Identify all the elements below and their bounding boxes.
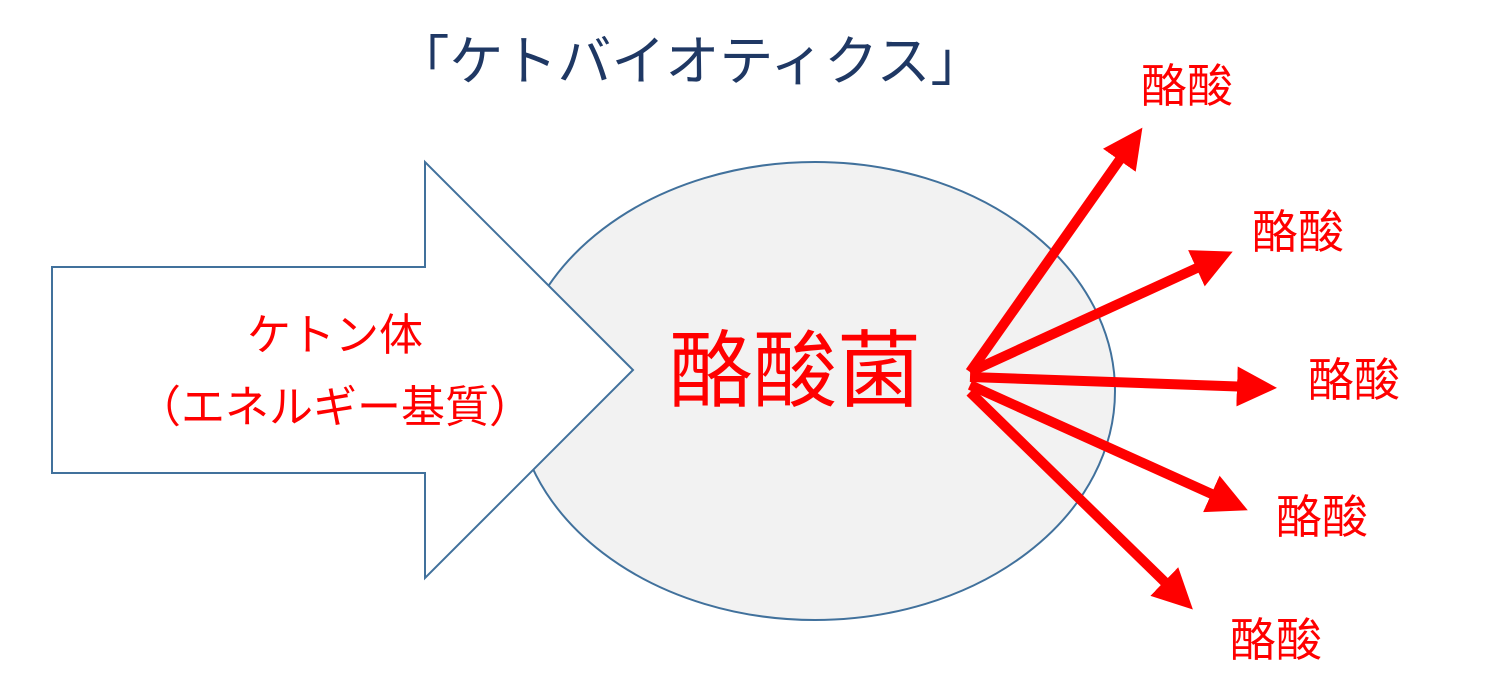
output-arrow-4 [967, 380, 1248, 513]
output-label-butyrate-1: 酪酸 [1141, 59, 1233, 113]
output-arrow-1 [965, 127, 1143, 375]
output-label-butyrate-3: 酪酸 [1308, 353, 1400, 407]
input-label-ketone-bodies: ケトン体 [247, 310, 423, 361]
diagram-title: 「ケトバイオティクス」 [395, 30, 984, 93]
output-label-butyrate-2: 酪酸 [1252, 205, 1344, 259]
input-label-energy-substrate: （エネルギー基質） [137, 382, 533, 433]
output-arrow-5 [966, 388, 1193, 610]
output-label-butyrate-5: 酪酸 [1230, 613, 1322, 667]
output-arrow-2 [967, 250, 1233, 377]
output-label-butyrate-4: 酪酸 [1276, 490, 1368, 544]
center-label-butyrate-bacteria: 酪酸菌 [669, 322, 921, 420]
output-arrow-3 [969, 366, 1277, 407]
input-arrow [51, 159, 635, 581]
